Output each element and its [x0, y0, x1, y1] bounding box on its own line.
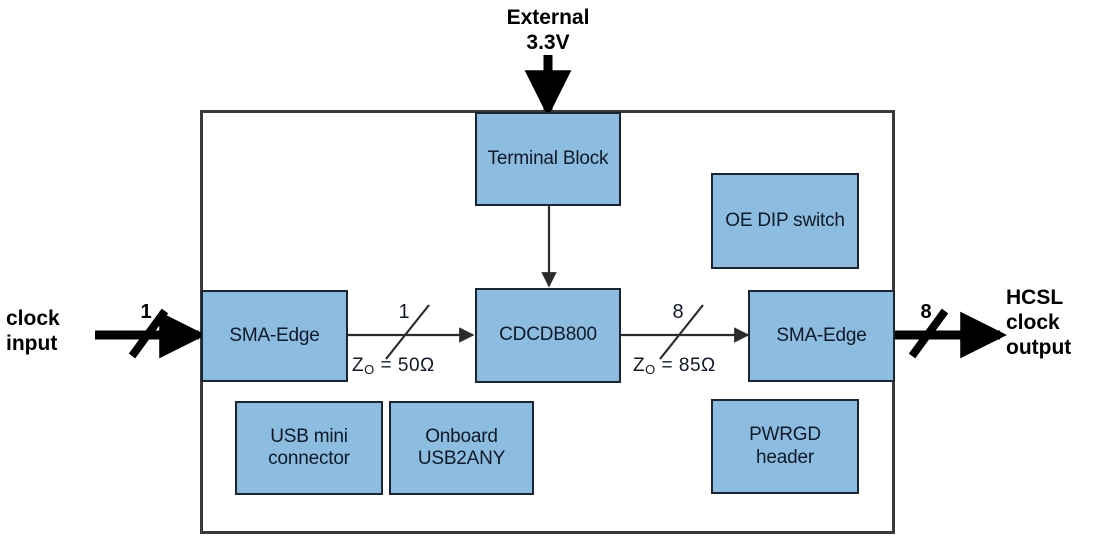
clock-input-line2: input [6, 332, 58, 356]
impedance-output-side: ZO = 85Ω [633, 355, 783, 378]
impedance-output-prefix: Z [633, 355, 646, 376]
sma-to-cdcdb800-bus-slash [385, 304, 430, 360]
impedance-output-subscript: O [645, 362, 656, 377]
clock-output-line2: clock [1006, 311, 1060, 335]
block-usb-mini-connector-line2: connector [268, 448, 350, 469]
bus-width-sma-to-cdcdb800: 1 [398, 301, 410, 323]
clock-output-line1: HCSL [1006, 286, 1064, 309]
clock-input-label: clock input [0, 306, 101, 356]
external-supply-line2: 3.3V [526, 31, 570, 55]
bus-width-cdcdb800-to-sma: 8 [672, 301, 684, 323]
block-oe-dip-switch-label: OE DIP switch [725, 209, 845, 231]
clock-output-line3: output [1006, 336, 1072, 360]
cdcdb800-to-sma-bus-slash [659, 304, 704, 360]
impedance-input-side: ZO = 50Ω [352, 355, 502, 378]
impedance-output-value: = 85Ω [661, 355, 716, 376]
block-oe-dip-switch[interactable]: OE DIP switch [711, 173, 859, 269]
block-cdcdb800-label: CDCDB800 [499, 324, 597, 346]
block-pwrgd-header-line1: PWRGD [749, 424, 821, 446]
block-usb-mini-connector-line1: USB mini [270, 425, 348, 447]
block-onboard-usb2any[interactable]: Onboard USB2ANY [389, 401, 534, 495]
impedance-input-subscript: O [364, 362, 375, 377]
block-sma-edge-output-label: SMA-Edge [776, 324, 867, 346]
clock-input-bus-slash [128, 308, 169, 359]
external-supply-line1: External [506, 6, 590, 29]
block-pwrgd-header-line2: header [756, 446, 814, 468]
external-supply-label: External 3.3V [458, 5, 638, 55]
impedance-input-prefix: Z [352, 355, 365, 376]
clock-output-label: HCSL clock output [1006, 285, 1100, 361]
bus-width-input: 1 [140, 301, 152, 323]
clock-output-bus-slash [908, 308, 949, 359]
block-usb-mini-connector[interactable]: USB mini connector [235, 401, 383, 495]
block-pwrgd-header[interactable]: PWRGD header [711, 399, 859, 494]
block-sma-edge-output[interactable]: SMA-Edge [748, 290, 895, 382]
block-sma-edge-input[interactable]: SMA-Edge [201, 290, 348, 382]
block-onboard-usb2any-line1: Onboard [425, 425, 498, 447]
block-cdcdb800[interactable]: CDCDB800 [475, 288, 621, 383]
bus-width-output: 8 [920, 301, 932, 323]
block-terminal-block-label: Terminal Block [487, 147, 609, 169]
block-terminal-block[interactable]: Terminal Block [475, 112, 621, 206]
impedance-input-value: = 50Ω [380, 355, 435, 376]
block-onboard-usb2any-line2: USB2ANY [417, 448, 506, 469]
clock-input-line1: clock [6, 307, 60, 330]
block-sma-edge-input-label: SMA-Edge [229, 324, 320, 346]
